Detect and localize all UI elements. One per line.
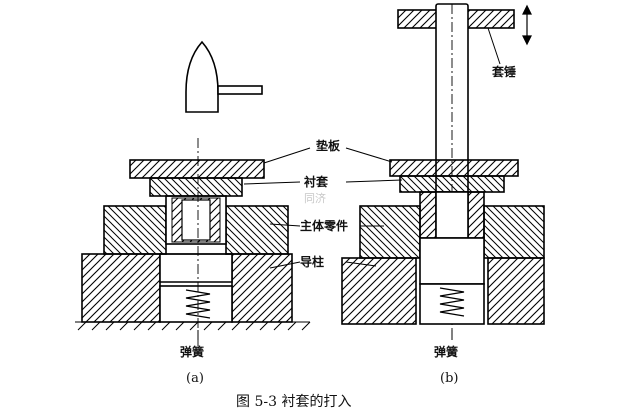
label-daozhu: 导柱 <box>300 254 324 269</box>
main-part-left <box>103 205 167 255</box>
guide-base-b-right <box>487 257 545 325</box>
guide-base-right <box>231 253 293 323</box>
backing-plate-a <box>129 159 265 179</box>
leader-lines <box>197 27 501 340</box>
assembly-a <box>75 40 311 346</box>
backing-plate-b <box>389 159 519 177</box>
subfig-label-b: (b) <box>440 371 458 386</box>
label-tanhuang-b: 弹簧 <box>434 344 458 359</box>
label-chentao: 衬套 <box>304 174 329 189</box>
main-part-b-right <box>483 205 545 259</box>
main-part-b-left <box>359 205 421 259</box>
guide-pillar <box>159 253 233 283</box>
hammer-icon <box>185 40 263 113</box>
figure-caption: 图 5-3 衬套的打入 <box>236 393 351 410</box>
label-tanhuang-a: 弹簧 <box>180 344 204 359</box>
spring-b <box>439 287 465 317</box>
label-zhuti-lingjian: 主体零件 <box>300 218 348 233</box>
updown-arrow-icon <box>522 4 532 46</box>
guide-pillar-b <box>419 237 485 285</box>
guide-base-left <box>81 253 161 323</box>
assembly-b <box>341 3 545 340</box>
label-taochui: 套锤 <box>491 64 516 79</box>
floor-hatch <box>75 321 311 331</box>
main-part-right <box>225 205 289 255</box>
guide-base-b-left <box>341 257 417 325</box>
watermark: 同济 <box>304 191 326 205</box>
label-dianban: 垫板 <box>316 138 341 153</box>
subfig-label-a: (a) <box>186 371 204 386</box>
